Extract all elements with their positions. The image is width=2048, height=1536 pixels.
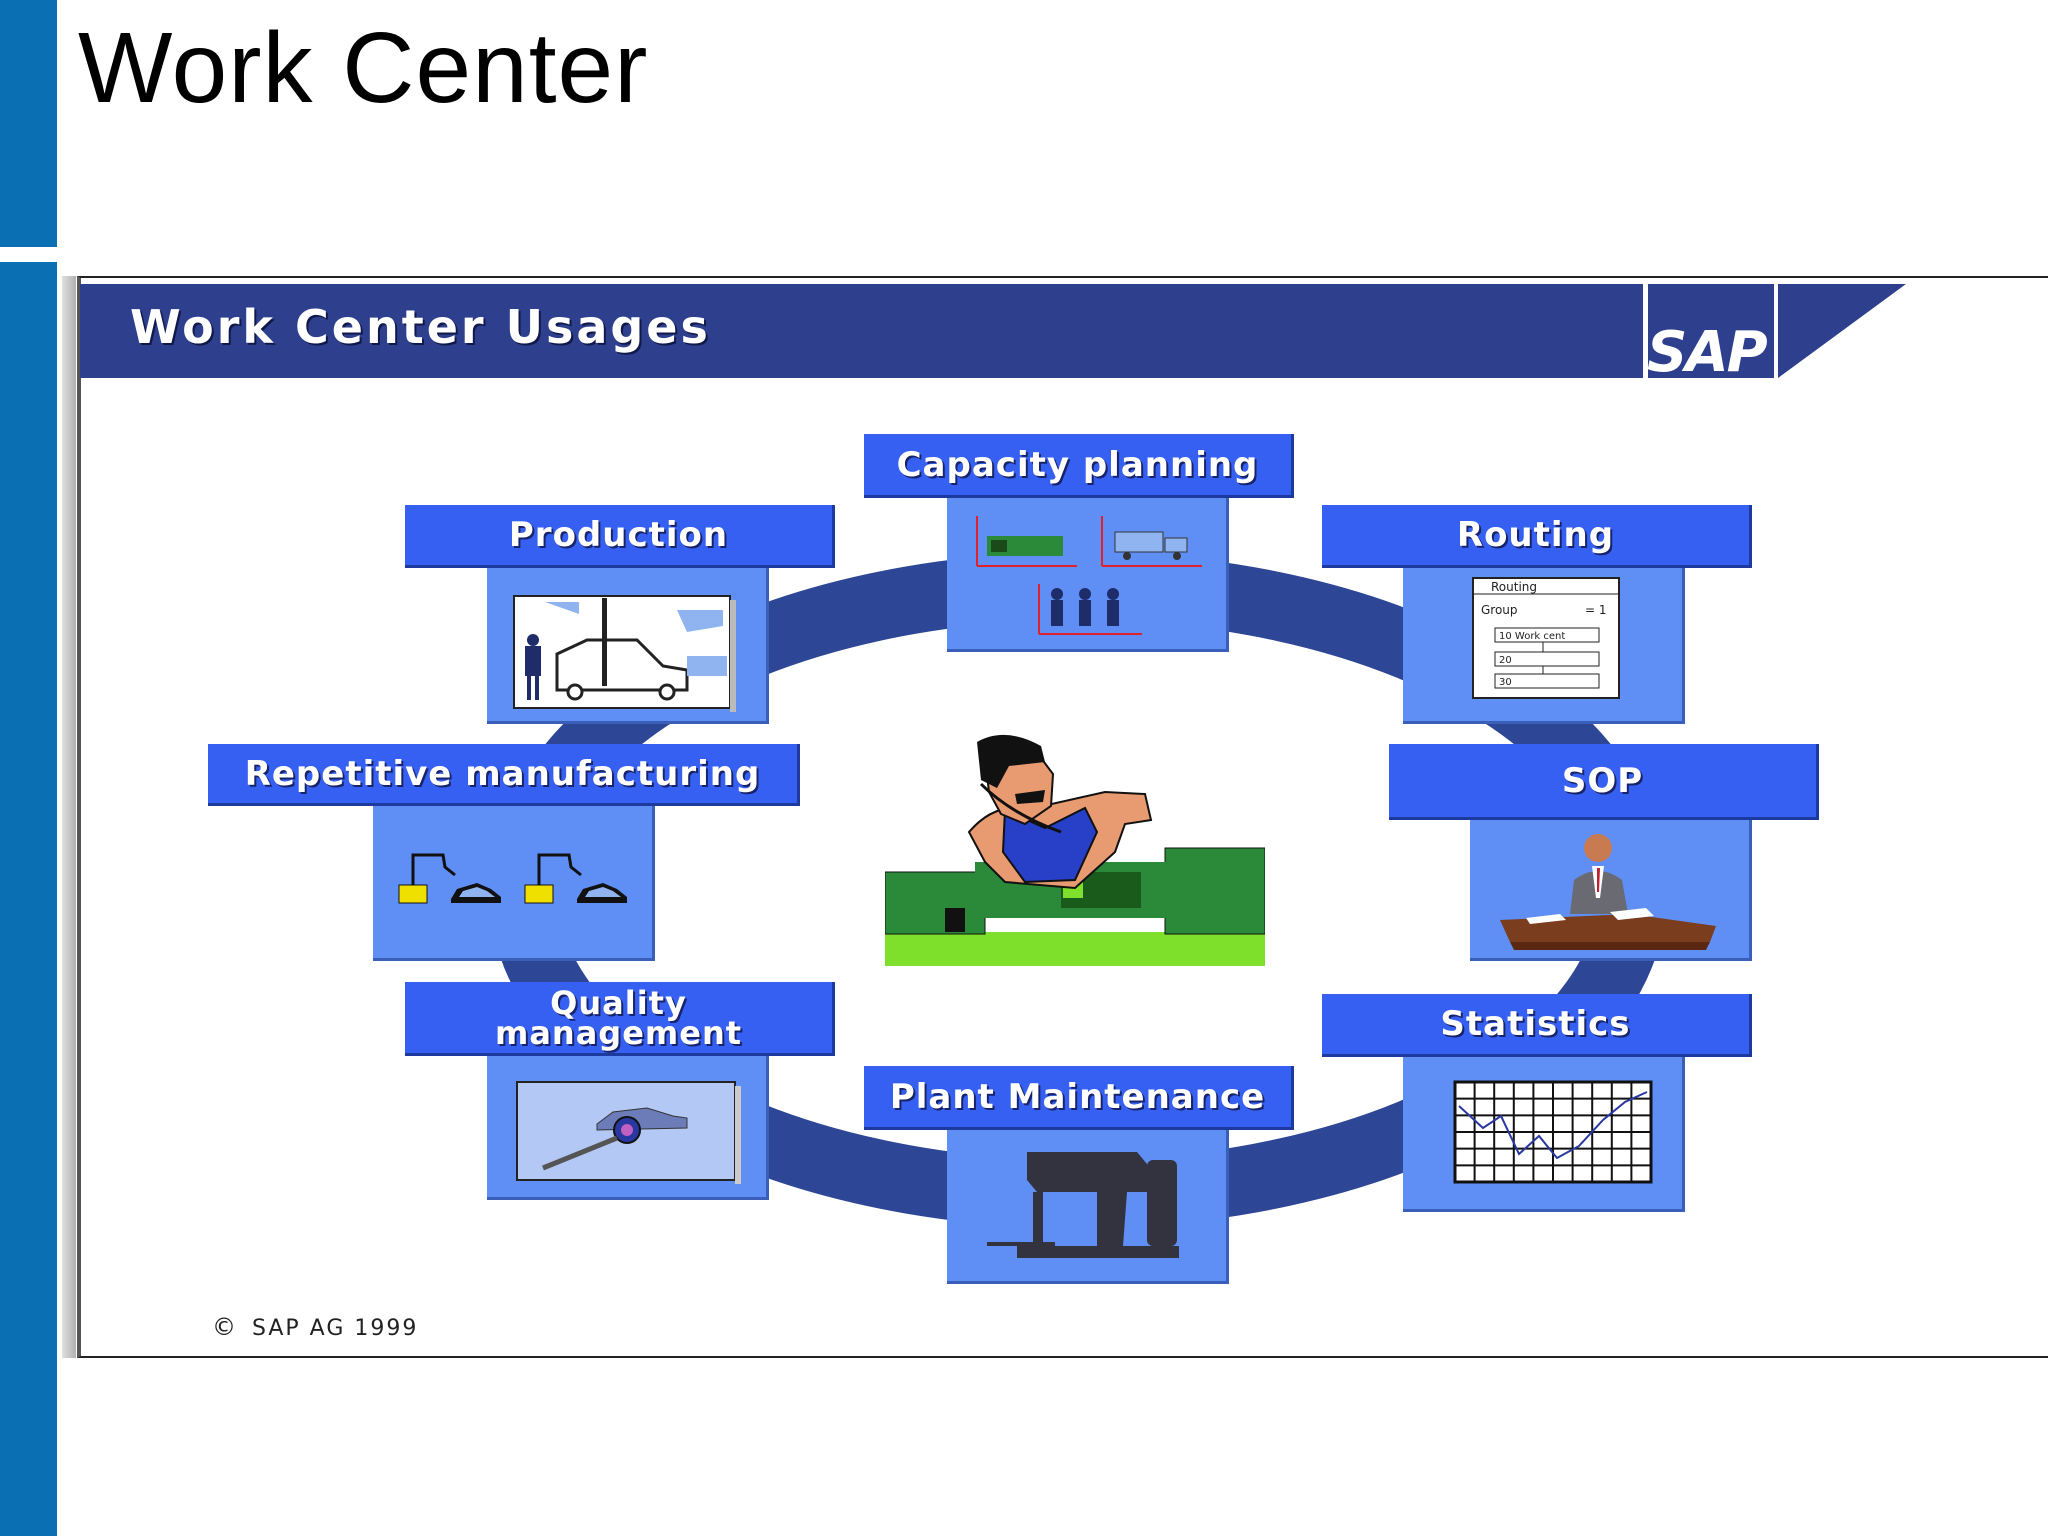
magnifier-car-icon xyxy=(516,1081,741,1184)
left-accent-bar-top xyxy=(0,0,57,247)
quality-header-line2: management xyxy=(494,1013,743,1052)
routing-form-title: Routing xyxy=(1491,580,1537,594)
routing-form-row1: 10 Work cent xyxy=(1499,631,1565,642)
routing-card: Routing Group = 1 10 Work cent 20 30 xyxy=(1403,566,1685,724)
statistics-header: Statistics xyxy=(1322,994,1752,1057)
sap-logo: SAP xyxy=(1647,320,1768,385)
worker-illustration xyxy=(885,734,1265,966)
routing-header: Routing xyxy=(1322,505,1752,568)
statistics-chart-icon xyxy=(1453,1080,1653,1184)
manager-at-desk-icon xyxy=(1500,834,1716,950)
sop-card xyxy=(1470,818,1752,961)
routing-form-group-value: = 1 xyxy=(1585,603,1607,617)
routing-form-icon: Routing Group = 1 10 Work cent 20 30 xyxy=(1472,577,1620,699)
capacity-planning-icon xyxy=(976,516,1202,635)
routing-form-group-label: Group xyxy=(1481,603,1518,617)
copyright-symbol: © xyxy=(212,1313,238,1341)
banner xyxy=(80,284,1643,378)
statistics-card xyxy=(1403,1054,1685,1212)
left-accent-bar-bottom xyxy=(0,262,57,1536)
repetitive-manufacturing-header: Repetitive manufacturing xyxy=(208,744,800,806)
banner-title: Work Center Usages xyxy=(130,300,711,354)
plant-maintenance-card xyxy=(947,1130,1229,1284)
quality-management-card xyxy=(487,1054,769,1200)
machine-icon xyxy=(987,1152,1179,1258)
routing-form-row3: 30 xyxy=(1499,677,1512,688)
repetitive-manufacturing-card xyxy=(373,803,655,961)
plant-maintenance-header: Plant Maintenance xyxy=(864,1066,1294,1130)
production-header: Production xyxy=(405,505,835,568)
quality-header-line1: Quality xyxy=(550,983,687,1022)
production-icon xyxy=(513,595,736,712)
page-title: Work Center xyxy=(78,12,649,124)
copyright-text: SAP AG 1999 xyxy=(252,1316,419,1341)
production-card xyxy=(487,566,769,724)
copyright: © SAP AG 1999 xyxy=(212,1313,418,1341)
logo-wedge xyxy=(1778,284,1906,378)
routing-form-row2: 20 xyxy=(1499,655,1512,666)
quality-management-header: Quality management xyxy=(405,982,835,1056)
capacity-planning-header: Capacity planning xyxy=(864,434,1294,498)
frame-shadow xyxy=(62,276,76,1358)
assembly-line-icon xyxy=(398,853,627,904)
sap-logo-box xyxy=(1648,284,1774,378)
sop-header: SOP xyxy=(1389,744,1819,820)
capacity-planning-card xyxy=(947,496,1229,652)
